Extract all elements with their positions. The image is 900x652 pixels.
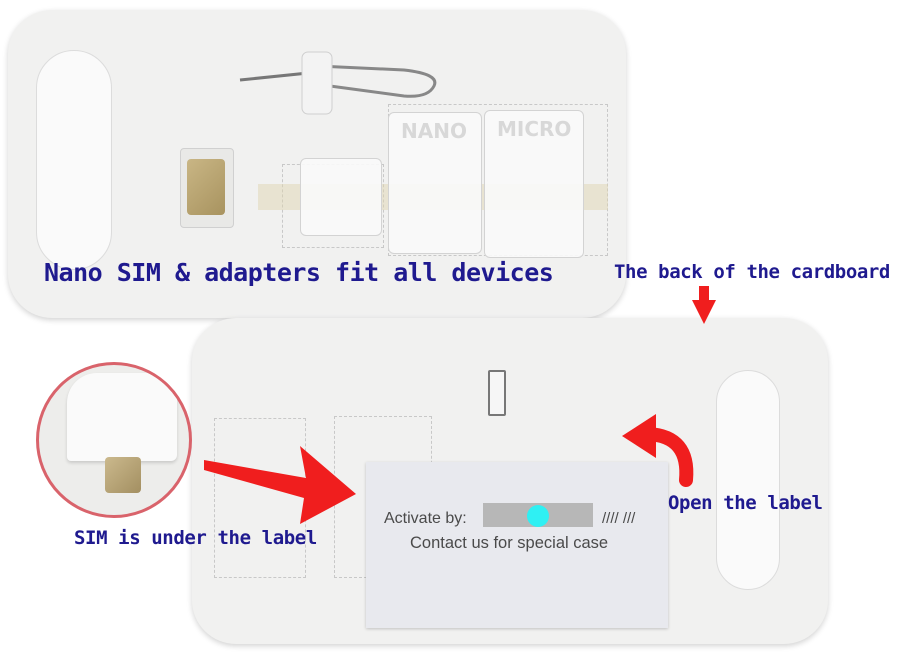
caption-nano-sim: Nano SIM & adapters fit all devices <box>44 258 554 287</box>
contact-text: Contact us for special case <box>410 534 609 552</box>
hanging-slot <box>716 370 780 590</box>
nano-adapter <box>300 158 382 236</box>
micro-to-standard-adapter: MICRO <box>484 110 584 258</box>
sim-chip-contacts <box>187 159 225 215</box>
nano-sim-card <box>180 148 234 228</box>
sim-ejector-pin <box>239 51 437 115</box>
activation-label[interactable] <box>366 462 668 628</box>
activate-dot-marker <box>527 505 549 527</box>
adapter-micro-label: MICRO <box>497 117 572 141</box>
caption-open-label: Open the label <box>668 492 823 514</box>
hanging-slot <box>36 50 112 270</box>
arrow-right-to-label <box>204 446 356 524</box>
sim-chip-contacts <box>105 457 141 493</box>
pin-slot <box>488 370 506 416</box>
caption-sim-under-label: SIM is under the label <box>74 527 317 549</box>
nano-to-micro-adapter: NANO <box>388 112 482 254</box>
activate-slashes: //// /// <box>602 510 636 527</box>
peeled-label <box>67 373 177 461</box>
activate-by-label: Activate by: <box>384 510 467 527</box>
arrow-curved-open-label <box>622 414 694 487</box>
adapter-nano-label: NANO <box>401 119 467 143</box>
caption-back-of-cardboard: The back of the cardboard <box>614 261 890 283</box>
arrow-down-back <box>692 286 716 324</box>
zoom-detail-circle <box>36 362 192 518</box>
